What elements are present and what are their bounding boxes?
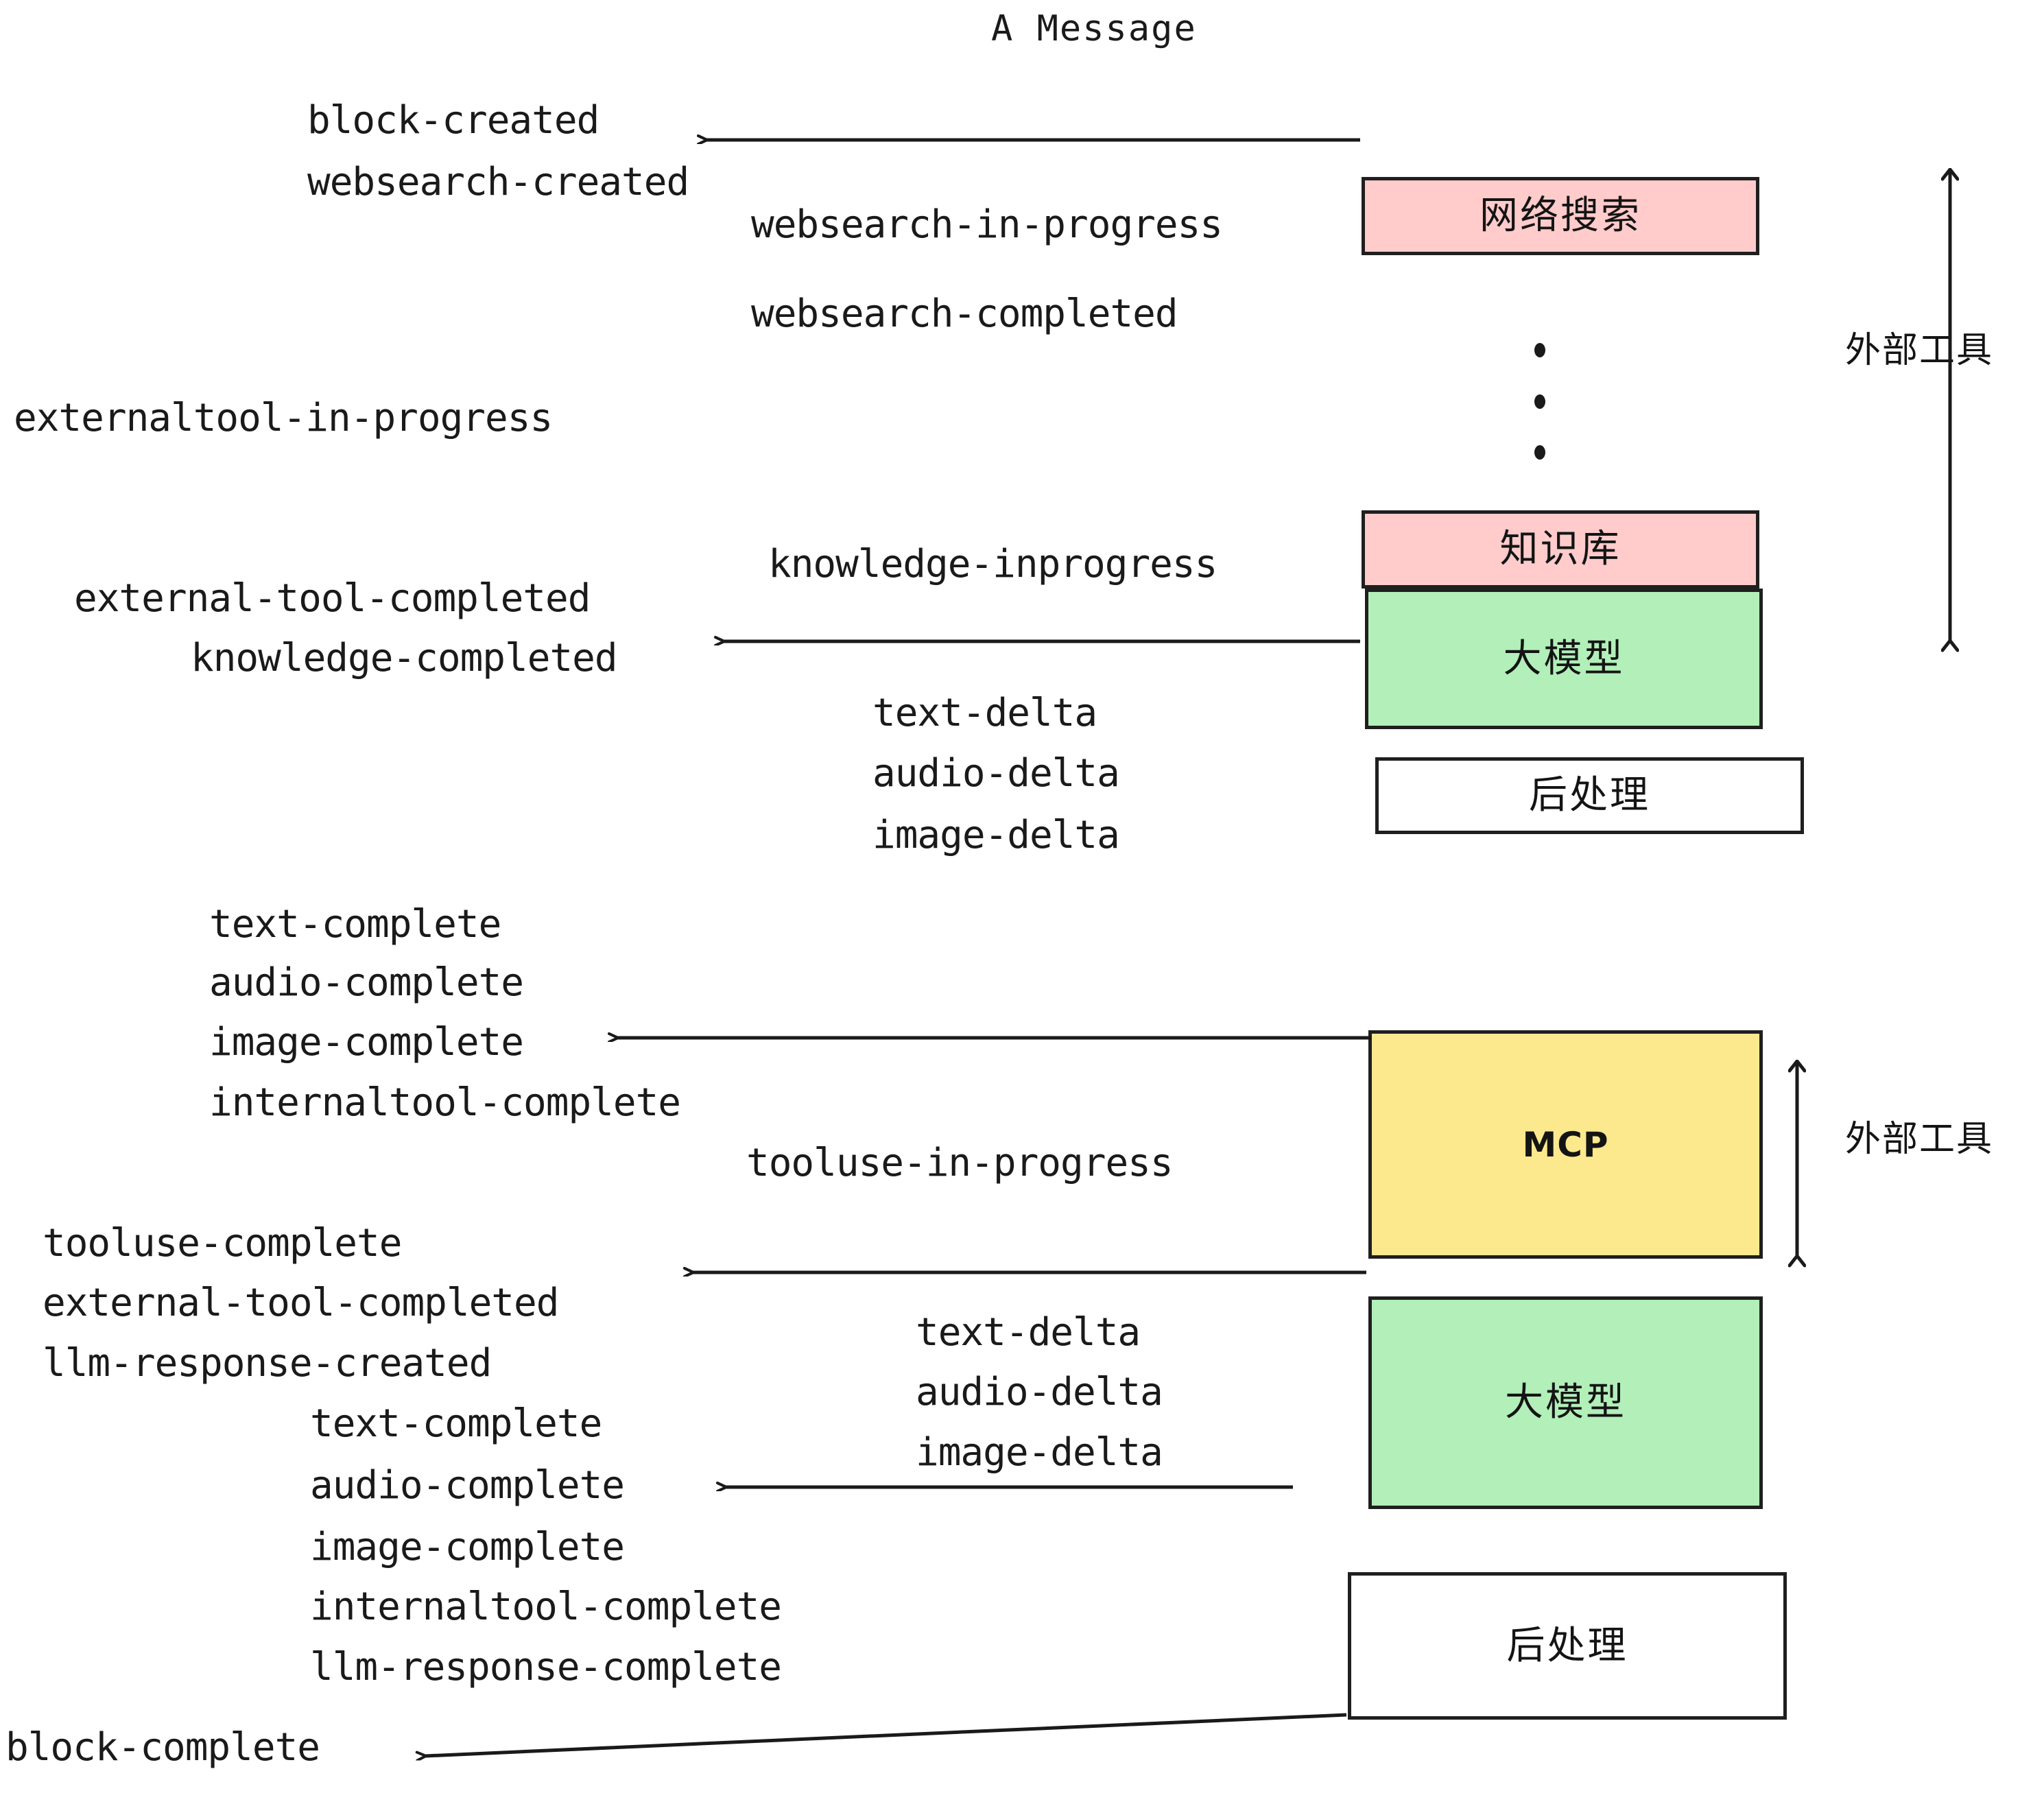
label-tooluse-complete: tooluse-complete [43,1221,402,1266]
box-mcp-label: MCP [1522,1124,1609,1165]
label-llm-response-complete: llm-response-complete [310,1645,782,1689]
label-audio-delta-1: audio-delta [872,751,1120,796]
label-websearch-created: websearch-created [307,160,689,204]
box-knowledge-label: 知识库 [1499,527,1621,571]
dot-1 [1534,343,1545,357]
label-external-tool-completed-1: external-tool-completed [74,576,591,621]
box-knowledge[interactable]: 知识库 [1362,510,1759,589]
dot-3 [1534,445,1545,460]
label-audio-complete-2: audio-complete [310,1463,625,1508]
label-internaltool-complete-2: internaltool-complete [310,1585,782,1629]
label-image-complete-1: image-complete [209,1020,524,1065]
label-block-created: block-created [307,98,599,143]
box-llm-2-label: 大模型 [1505,1380,1626,1425]
label-image-delta-2: image-delta [916,1430,1163,1475]
label-audio-complete-1: audio-complete [209,960,524,1005]
label-knowledge-completed: knowledge-completed [191,636,618,680]
diagram-title: A Message [991,8,1197,49]
arrow-postprocess2-to-blockcomplete [425,1713,1347,1756]
dot-2 [1534,394,1545,409]
box-llm-1[interactable]: 大模型 [1365,589,1763,729]
box-postprocess-1[interactable]: 后处理 [1375,757,1804,834]
label-tooluse-in-progress: tooluse-in-progress [746,1141,1174,1185]
label-llm-response-created: llm-response-created [43,1341,492,1386]
label-text-delta-1: text-delta [872,691,1097,735]
label-text-delta-2: text-delta [916,1310,1141,1355]
box-websearch[interactable]: 网络搜索 [1362,177,1759,255]
label-image-delta-1: image-delta [872,813,1120,857]
label-websearch-in-progress: websearch-in-progress [751,202,1223,247]
label-internaltool-complete-1: internaltool-complete [209,1080,681,1125]
box-llm-1-label: 大模型 [1503,636,1625,681]
external-tools-bottom-label: 外部工具 [1845,1119,1994,1160]
box-postprocess-2[interactable]: 后处理 [1348,1572,1787,1720]
label-block-complete: block-complete [5,1725,320,1770]
label-audio-delta-2: audio-delta [916,1370,1163,1414]
label-websearch-completed: websearch-completed [751,292,1178,336]
box-postprocess-1-label: 后处理 [1529,773,1650,818]
ellipsis-dots [1534,343,1546,460]
box-postprocess-2-label: 后处理 [1506,1623,1628,1668]
label-text-complete-1: text-complete [209,902,501,947]
box-websearch-label: 网络搜索 [1479,193,1641,238]
label-external-tool-completed-2: external-tool-completed [43,1281,559,1325]
box-mcp[interactable]: MCP [1368,1030,1763,1259]
label-knowledge-inprogress: knowledge-inprogress [768,542,1217,586]
label-image-complete-2: image-complete [310,1525,625,1569]
label-text-complete-2: text-complete [310,1401,602,1446]
external-tools-top-label: 外部工具 [1845,330,1994,371]
box-llm-2[interactable]: 大模型 [1368,1296,1763,1509]
label-externaltool-in-progress: externaltool-in-progress [14,396,553,440]
